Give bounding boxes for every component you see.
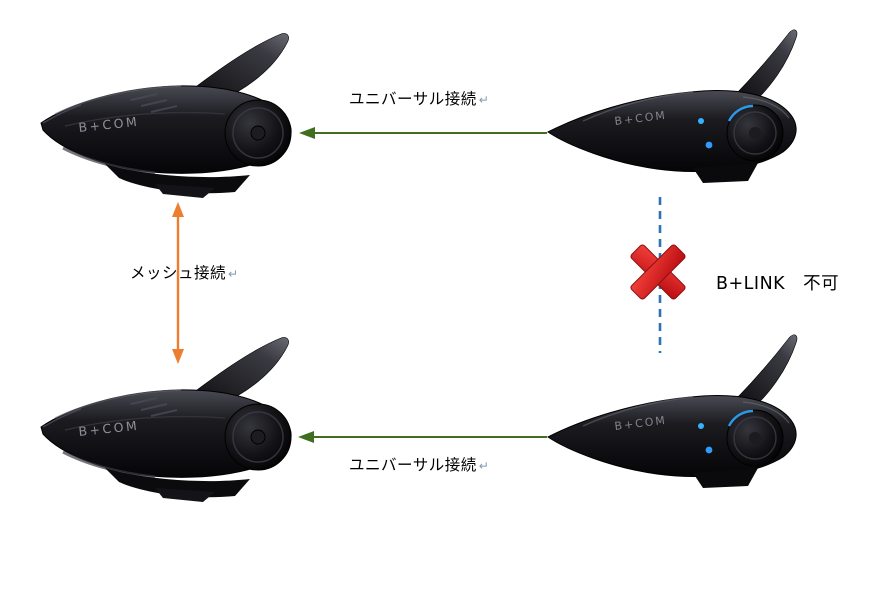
return-mark-icon: ↵ [478,459,490,473]
device-bottom-left [35,330,305,505]
label-text: ユニバーサル接続 [349,90,477,108]
bcom-device-image [35,26,305,201]
return-mark-icon: ↵ [228,267,239,281]
label-blink-na: B+LINK 不可 [716,270,839,295]
label-universal-bottom: ユニバーサル接続↵ [349,453,489,475]
label-mesh: メッシュ接続↵ [130,261,239,283]
x-bar [630,244,686,300]
return-mark-icon: ↵ [478,93,490,107]
universal-connection-arrow-top [299,127,547,139]
arrow-head-up-icon [172,202,184,217]
prohibited-x-icon [630,244,686,300]
device-top-right [543,25,808,190]
bcom-device-image [543,330,808,495]
bcom-device-image [35,330,305,505]
bcom-device-image [543,25,808,190]
device-top-left [35,26,305,201]
universal-connection-arrow-bottom [298,431,547,443]
label-text: B+LINK 不可 [716,274,840,294]
x-bar [630,244,686,300]
device-bottom-right [543,330,808,495]
label-text: メッシュ接続 [130,264,227,282]
label-universal-top: ユニバーサル接続↵ [349,87,489,109]
label-text: ユニバーサル接続 [349,456,477,474]
